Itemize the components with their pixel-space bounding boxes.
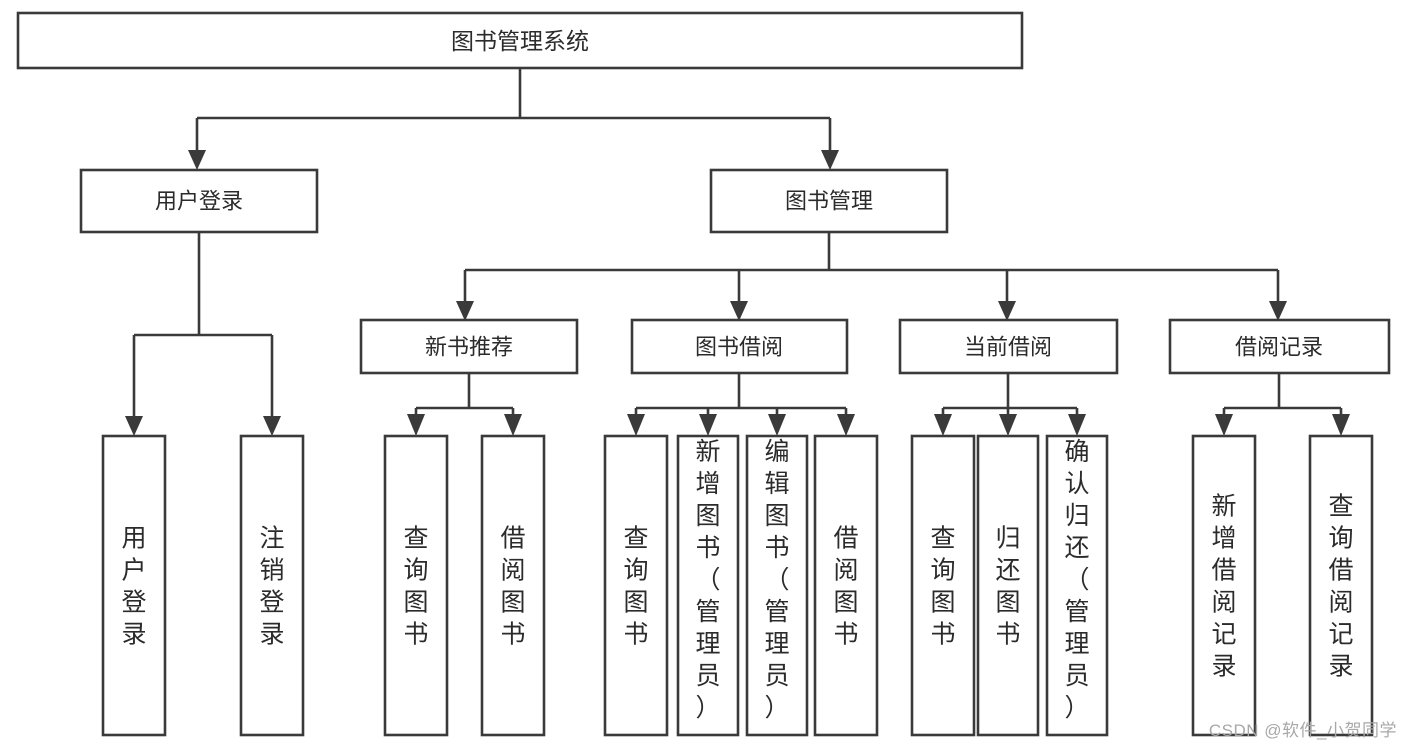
connector-root-to-level2 [188,68,839,170]
connector-borrowrecord-to-leaves [1215,373,1350,436]
leaf-book-borrow-1-label: 查询图书 [623,524,648,648]
leaf-borrow-record-2-label: 查询借阅记录 [1328,492,1353,680]
leaf-borrow-record-1[interactable]: 新增借阅记录 [1191,434,1257,737]
connector-currentborrow-to-leaves [934,373,1086,436]
node-borrow-record-label: 借阅记录 [1235,335,1323,360]
leaf-user-login-2[interactable]: 注销登录 [239,434,305,737]
node-root-label: 图书管理系统 [451,28,589,54]
leaf-book-borrow-2[interactable]: 新增图书（管理员） [676,434,740,737]
node-new-book-recommend[interactable]: 新书推荐 [359,318,579,375]
leaf-book-borrow-2-label: 新增图书（管理员） [695,438,720,722]
leaf-current-borrow-2-label: 归还图书 [995,524,1020,648]
node-root[interactable]: 图书管理系统 [16,11,1024,70]
leaf-new-book-1-label: 查询图书 [403,524,428,648]
leaf-user-login-1-label: 用户登录 [121,524,146,648]
connector-userlogin-to-leaves [125,232,281,436]
leaf-new-book-2-label: 借阅图书 [500,524,525,648]
node-current-borrow-label: 当前借阅 [964,335,1052,360]
leaf-book-borrow-3[interactable]: 编辑图书（管理员） [745,434,809,737]
leaf-current-borrow-1[interactable]: 查询图书 [910,434,976,737]
leaf-current-borrow-2[interactable]: 归还图书 [976,434,1040,737]
leaf-user-login-1[interactable]: 用户登录 [101,434,167,737]
node-new-book-recommend-label: 新书推荐 [425,335,513,360]
leaf-borrow-record-1-label: 新增借阅记录 [1211,492,1236,680]
leaf-book-borrow-4[interactable]: 借阅图书 [813,434,879,737]
connector-bookborrow-to-leaves [627,373,855,436]
node-user-login-label: 用户登录 [155,189,243,214]
node-user-login[interactable]: 用户登录 [79,168,319,234]
node-book-management-label: 图书管理 [785,189,873,214]
leaf-book-borrow-4-label: 借阅图书 [833,524,858,648]
leaf-borrow-record-2[interactable]: 查询借阅记录 [1308,434,1374,737]
leaf-current-borrow-1-label: 查询图书 [930,524,955,648]
leaf-book-borrow-1[interactable]: 查询图书 [603,434,669,737]
leaf-new-book-1[interactable]: 查询图书 [383,434,449,737]
leaf-user-login-2-label: 注销登录 [259,524,284,648]
node-current-borrow[interactable]: 当前借阅 [898,318,1119,375]
node-borrow-record[interactable]: 借阅记录 [1168,318,1391,375]
leaf-book-borrow-3-label: 编辑图书（管理员） [764,438,789,722]
leaf-new-book-2[interactable]: 借阅图书 [480,434,546,737]
leaf-current-borrow-3-label: 确认归还（管理员） [1064,438,1089,722]
node-book-management[interactable]: 图书管理 [709,168,949,234]
connector-newbook-to-leaves [407,373,522,436]
node-book-borrow-label: 图书借阅 [695,335,783,360]
connector-bookmgmt-to-level3 [456,232,1287,321]
node-book-borrow[interactable]: 图书借阅 [630,318,849,375]
leaf-current-borrow-3[interactable]: 确认归还（管理员） [1045,434,1109,737]
